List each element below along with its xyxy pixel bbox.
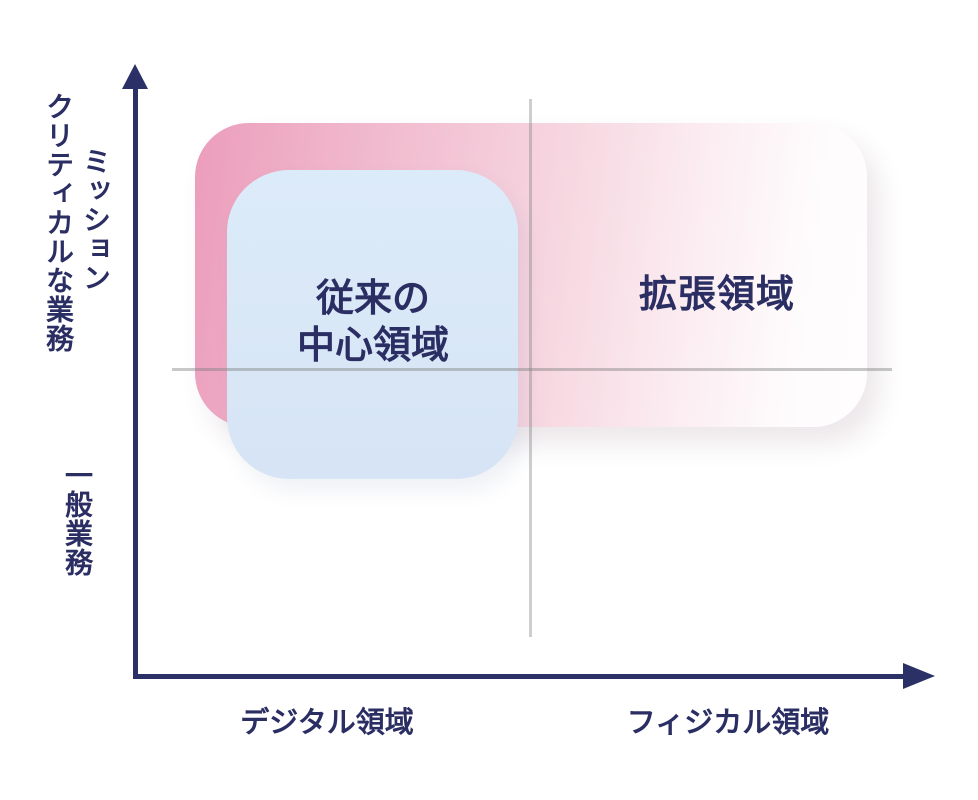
- x-axis-line: [133, 674, 904, 679]
- y-axis-arrowhead-icon: [122, 64, 148, 89]
- x-axis-arrowhead-icon: [903, 663, 935, 689]
- traditional-core-region-label: 従来の 中心領域: [248, 276, 498, 370]
- y-axis-bottom-label: 一般業務: [62, 461, 93, 577]
- x-axis-right-label: フィジカル領域: [626, 707, 830, 739]
- traditional-core-region-box: [227, 170, 518, 479]
- horizontal-divider-line: [172, 368, 892, 371]
- traditional-core-label-line1: 従来の: [315, 278, 430, 320]
- x-axis-left-label: デジタル領域: [240, 707, 414, 739]
- y-axis-line: [133, 86, 138, 679]
- y-axis-top-label-line2: クリティカルな業務: [43, 92, 74, 353]
- y-axis-top-label-line1: ミッション: [80, 147, 111, 292]
- vertical-divider-line: [529, 99, 532, 637]
- expansion-region-label: 拡張領域: [638, 274, 795, 316]
- traditional-core-label-line2: 中心領域: [296, 325, 449, 368]
